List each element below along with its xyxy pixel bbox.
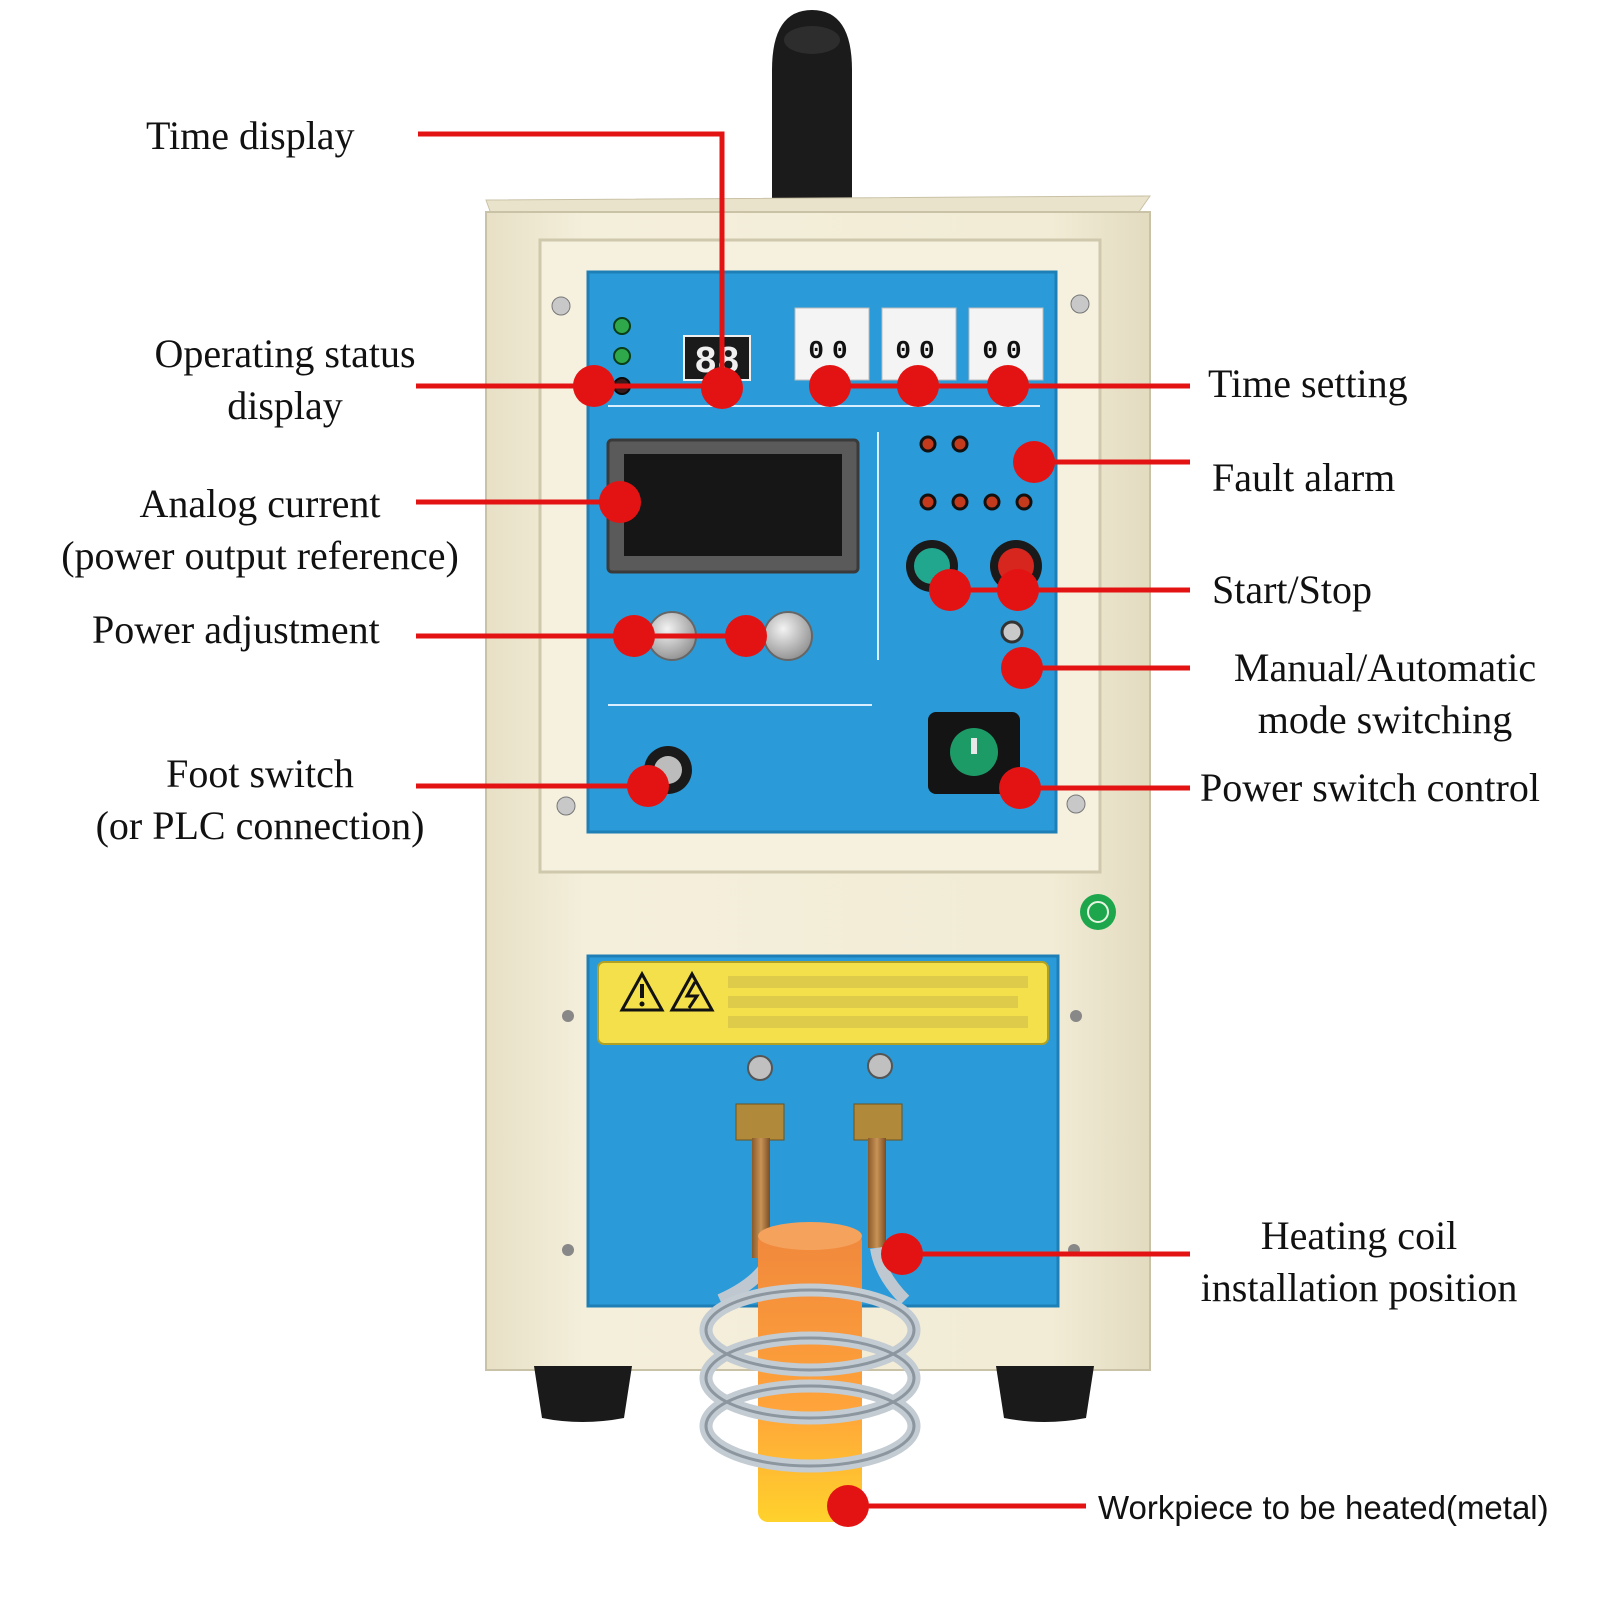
label-fault-alarm: Fault alarm [1212, 455, 1396, 500]
label-power-adjustment: Power adjustment [92, 607, 380, 652]
label-heating-coil: Heating coil installation position [1164, 1210, 1554, 1314]
label-heating-coil-line2: installation position [1200, 1265, 1518, 1310]
electric-hazard-icon [669, 970, 715, 1012]
label-time-setting: Time setting [1208, 361, 1408, 406]
label-foot-switch-line2: (or PLC connection) [95, 803, 425, 848]
right-foot [996, 1366, 1094, 1422]
label-mode-switching-line1: Manual/Automatic [1233, 645, 1537, 690]
callout-dots [573, 365, 1055, 1527]
label-heating-coil-line1: Heating coil [1260, 1213, 1458, 1258]
power-knob-right [763, 611, 813, 661]
ground-symbol-icon [1080, 894, 1116, 930]
label-analog-current: Analog current (power output reference) [30, 478, 490, 582]
label-mode-switching: Manual/Automatic mode switching [1200, 642, 1570, 746]
mode-toggle [1000, 620, 1024, 644]
label-foot-switch: Foot switch (or PLC connection) [70, 748, 450, 852]
status-led-1 [613, 317, 631, 335]
label-operating-status: Operating status display [120, 328, 450, 432]
label-mode-switching-line2: mode switching [1257, 697, 1513, 742]
coil-lead-left [735, 1103, 785, 1141]
svg-text:00: 00 [808, 336, 855, 366]
label-power-switch: Power switch control [1200, 765, 1540, 810]
label-operating-status-line2: display [227, 383, 343, 428]
svg-text:00: 00 [982, 336, 1029, 366]
label-time-display: Time display [146, 113, 355, 158]
label-analog-current-line2: (power output reference) [61, 533, 459, 578]
workpiece [758, 1232, 862, 1522]
label-operating-status-line1: Operating status [154, 331, 416, 376]
coil-lead-right [853, 1103, 903, 1141]
label-analog-current-line1: Analog current [139, 481, 381, 526]
carry-handle [772, 10, 852, 200]
left-foot [534, 1366, 632, 1422]
status-led-2 [613, 347, 631, 365]
label-workpiece: Workpiece to be heated(metal) [1098, 1489, 1549, 1526]
svg-text:00: 00 [895, 336, 942, 366]
label-foot-switch-line1: Foot switch [166, 751, 354, 796]
label-start-stop: Start/Stop [1212, 567, 1373, 612]
